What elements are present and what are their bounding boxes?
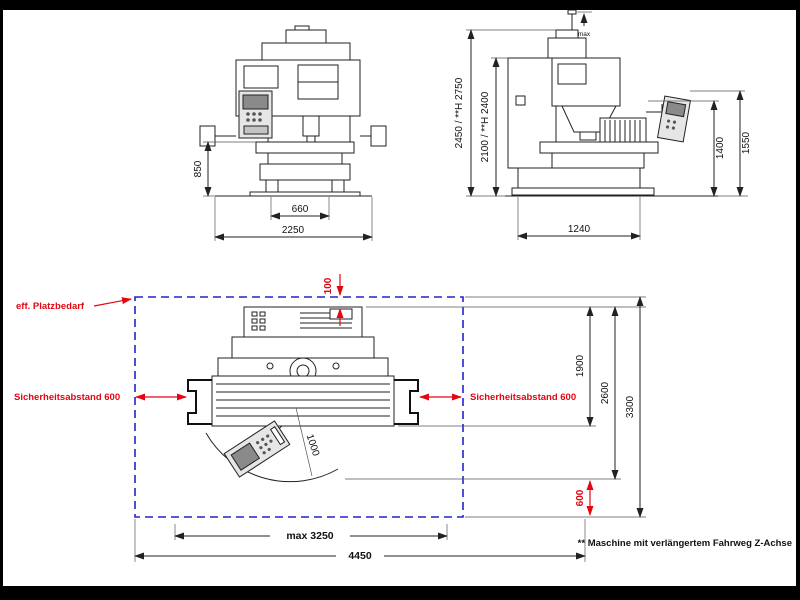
safety-left-label: Sicherheitsabstand 600	[14, 392, 120, 403]
dim-4450-label: 4450	[348, 550, 372, 562]
footnote: ** Maschine mit verlängertem Fahrweg Z-A…	[578, 538, 792, 549]
platzbedarf-label: eff. Platzbedarf	[16, 301, 85, 312]
plan-view-machine-drawing	[187, 306, 419, 427]
swing-radius-line	[295, 407, 313, 477]
dim-1240-label: 1240	[568, 224, 591, 235]
dim-1900-label: 1900	[575, 354, 586, 377]
dim-3300-label: 3300	[625, 395, 636, 418]
left-clamp	[187, 379, 212, 425]
dim-2250: 2250	[214, 197, 373, 241]
dim-max-label: max	[578, 31, 591, 38]
front-view: 850 660 2250	[193, 25, 387, 241]
safety-right-label: Sicherheitsabstand 600	[470, 392, 576, 403]
plan-control-panel	[223, 420, 291, 478]
platzbedarf-boundary	[134, 296, 464, 518]
dim-2450-label: 2450 / **H 2750	[454, 77, 465, 148]
dim-100-label: 100	[323, 277, 334, 294]
safety-distance-left: Sicherheitsabstand 600	[14, 392, 187, 403]
dim-2100-label: 2100 / **H 2400	[480, 91, 491, 162]
panel-keypad	[243, 125, 269, 135]
dim-max-3250-label: max 3250	[286, 530, 333, 542]
front-view-control-panel	[238, 90, 273, 139]
side-view-machine-drawing	[505, 9, 718, 197]
dim-max: max	[577, 11, 592, 38]
platzbedarf-callout: eff. Platzbedarf	[16, 297, 132, 312]
right-clamp	[394, 379, 419, 425]
dim-max-3250: max 3250	[174, 524, 448, 542]
dim-2250-label: 2250	[282, 225, 305, 236]
dim-600-label: 600	[575, 489, 586, 506]
panel-swing-arc	[205, 432, 339, 483]
plan-right-dims: 1900 2600 3300	[345, 296, 646, 518]
dim-1240: 1240	[517, 197, 641, 240]
panel-screen	[242, 94, 269, 110]
side-motor	[599, 117, 647, 146]
dim-850-label: 850	[193, 160, 204, 177]
dim-1900: 1900	[575, 306, 594, 427]
dim-2600: 2600	[600, 306, 619, 480]
dim-3300: 3300	[625, 296, 644, 518]
dim-1550-label: 1550	[741, 131, 752, 154]
side-control-panel	[656, 95, 692, 143]
dim-2100: 2100 / **H 2400	[480, 57, 508, 197]
dim-2600-label: 2600	[600, 381, 611, 404]
dim-660: 660	[270, 197, 330, 220]
dim-660-label: 660	[292, 204, 309, 215]
side-view: 2450 / **H 2750 2100 / **H 2400 max 1400…	[454, 9, 752, 240]
front-right-clamp	[370, 125, 387, 147]
dim-100: 100	[323, 274, 344, 326]
dim-1400-label: 1400	[715, 136, 726, 159]
dim-4450: 4450	[134, 519, 586, 562]
dim-850: 850	[193, 141, 256, 197]
safety-distance-right: Sicherheitsabstand 600	[419, 392, 576, 403]
dim-1550: 1550	[690, 90, 752, 197]
front-view-machine-drawing	[199, 25, 387, 197]
plan-view: 1000 eff. Platzbedarf Sicherheitsabstand…	[14, 274, 792, 562]
dim-600: 600	[575, 480, 594, 516]
